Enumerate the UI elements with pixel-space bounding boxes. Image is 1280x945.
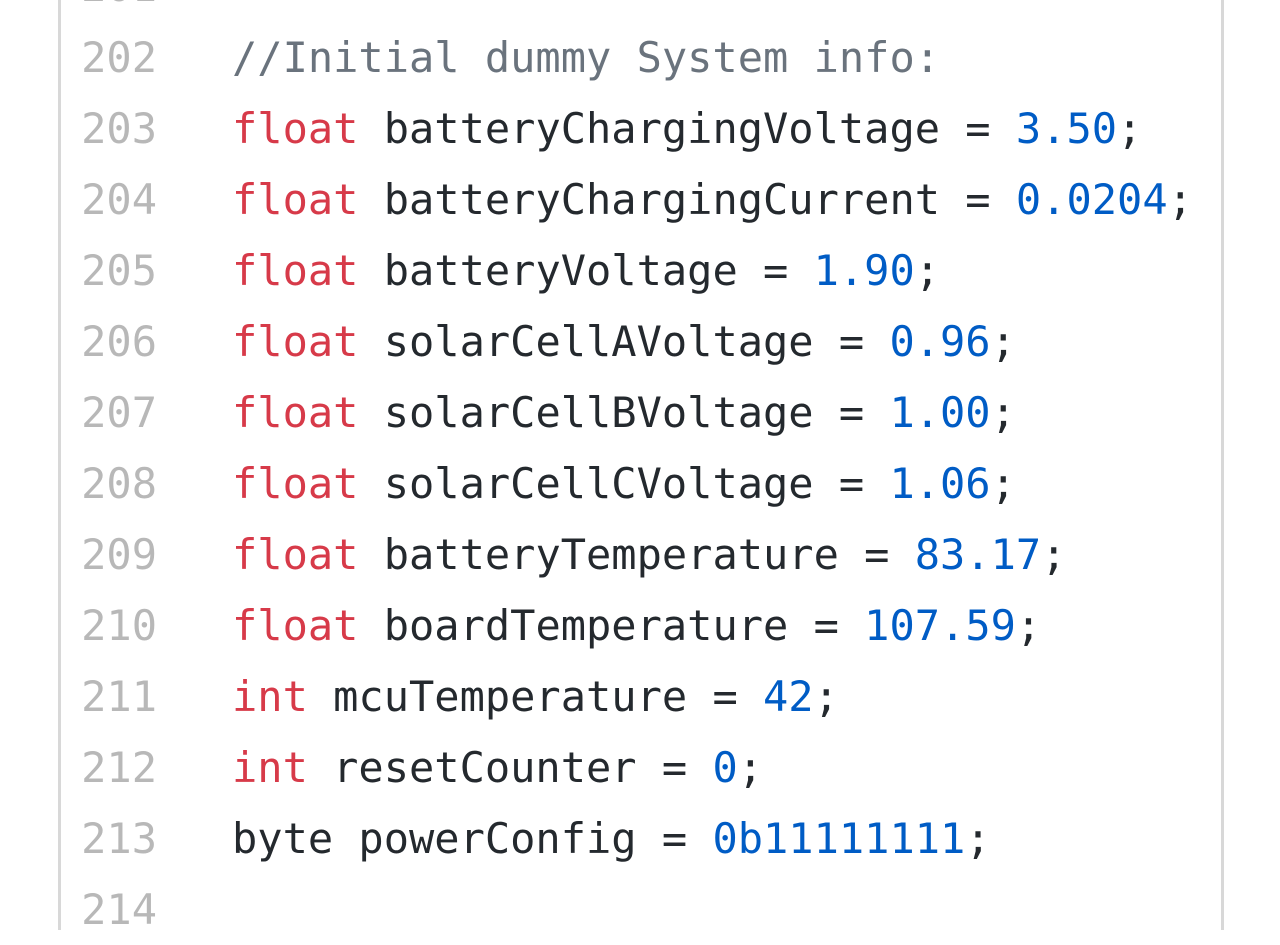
code-keyword: float bbox=[232, 388, 359, 437]
code-text: resetCounter = bbox=[307, 743, 713, 792]
code-line: 210 float boardTemperature = 107.59; bbox=[0, 590, 1280, 661]
code-line: 203 float batteryChargingVoltage = 3.50; bbox=[0, 93, 1280, 164]
code-line: 205 float batteryVoltage = 1.90; bbox=[0, 235, 1280, 306]
code-keyword: float bbox=[232, 530, 359, 579]
code-text: ; bbox=[1015, 601, 1042, 650]
code-text: byte powerConfig = bbox=[232, 814, 713, 863]
code-content: float batteryTemperature = 83.17; bbox=[232, 519, 1066, 590]
code-content: float batteryChargingVoltage = 3.50; bbox=[232, 93, 1142, 164]
line-number: 212 bbox=[81, 743, 157, 792]
code-number: 42 bbox=[763, 672, 814, 721]
code-line: 202 //Initial dummy System info: bbox=[0, 22, 1280, 93]
code-number: 0b11111111 bbox=[712, 814, 966, 863]
line-number: 201 bbox=[60, 0, 157, 22]
code-line: 204 float batteryChargingCurrent = 0.0204… bbox=[0, 164, 1280, 235]
code-text: ; bbox=[1041, 530, 1067, 579]
code-line: 212 int resetCounter = 0; bbox=[0, 732, 1280, 803]
code-text: solarCellAVoltage = bbox=[358, 317, 890, 366]
code-text: ; bbox=[990, 388, 1016, 437]
code-text: ; bbox=[914, 246, 941, 295]
code-content: int resetCounter = 0; bbox=[232, 732, 763, 803]
code-text: batteryChargingVoltage = bbox=[358, 104, 1016, 153]
line-number: 210 bbox=[81, 601, 157, 650]
code-text: batteryVoltage = bbox=[358, 246, 814, 295]
code-line: 206 float solarCellAVoltage = 0.96; bbox=[0, 306, 1280, 377]
line-number: 204 bbox=[81, 175, 157, 224]
code-text: batteryChargingCurrent = bbox=[358, 175, 1016, 224]
code-line: 201 bbox=[0, 0, 1280, 22]
code-line: 214 bbox=[0, 874, 1280, 945]
code-text: ; bbox=[1117, 104, 1143, 153]
line-number: 202 bbox=[81, 33, 157, 82]
code-number: 1.00 bbox=[889, 388, 991, 437]
code-content: int mcuTemperature = 42; bbox=[232, 661, 839, 732]
code-number: 1.06 bbox=[889, 459, 991, 508]
code-line: 213 byte powerConfig = 0b11111111; bbox=[0, 803, 1280, 874]
code-keyword: int bbox=[232, 672, 308, 721]
line-number: 203 bbox=[81, 104, 157, 153]
code-content: byte powerConfig = 0b11111111; bbox=[232, 803, 991, 874]
code-content: float boardTemperature = 107.59; bbox=[232, 590, 1041, 661]
code-content: float batteryChargingCurrent = 0.0204; bbox=[232, 164, 1193, 235]
code-text: batteryTemperature = bbox=[358, 530, 915, 579]
code-number: 0 bbox=[712, 743, 738, 792]
line-number: 207 bbox=[81, 388, 157, 437]
code-text: ; bbox=[990, 317, 1016, 366]
code-content: float solarCellBVoltage = 1.00; bbox=[232, 377, 1016, 448]
code-number: 1.90 bbox=[813, 246, 915, 295]
code-content: float batteryVoltage = 1.90; bbox=[232, 235, 940, 306]
code-text: ; bbox=[1167, 175, 1193, 224]
code-line: 208 float solarCellCVoltage = 1.06; bbox=[0, 448, 1280, 519]
code-number: 0.0204 bbox=[1015, 175, 1168, 224]
code-keyword: float bbox=[232, 317, 359, 366]
code-text: ; bbox=[813, 672, 839, 721]
line-number: 213 bbox=[81, 814, 157, 863]
code-text: boardTemperature = bbox=[358, 601, 865, 650]
code-text: solarCellCVoltage = bbox=[358, 459, 890, 508]
code-text: ; bbox=[965, 814, 991, 863]
code-content: float solarCellCVoltage = 1.06; bbox=[232, 448, 1016, 519]
code-text: mcuTemperature = bbox=[307, 672, 764, 721]
code-keyword: int bbox=[232, 743, 308, 792]
code-number: 107.59 bbox=[864, 601, 1016, 650]
line-number: 208 bbox=[81, 459, 157, 508]
code-content: //Initial dummy System info: bbox=[232, 22, 940, 93]
line-number: 205 bbox=[81, 246, 157, 295]
code-keyword: float bbox=[232, 601, 359, 650]
code-line: 211 int mcuTemperature = 42; bbox=[0, 661, 1280, 732]
code-keyword: float bbox=[232, 459, 359, 508]
code-keyword: float bbox=[232, 246, 359, 295]
code-text: solarCellBVoltage = bbox=[358, 388, 890, 437]
code-keyword: float bbox=[232, 104, 359, 153]
code-number: 83.17 bbox=[914, 530, 1042, 579]
code-line: 207 float solarCellBVoltage = 1.00; bbox=[0, 377, 1280, 448]
code-keyword: float bbox=[232, 175, 359, 224]
line-number: 206 bbox=[81, 317, 157, 366]
line-number: 214 bbox=[81, 885, 157, 934]
code-text: ; bbox=[737, 743, 764, 792]
code-content: float solarCellAVoltage = 0.96; bbox=[232, 306, 1016, 377]
line-number: 211 bbox=[81, 672, 157, 721]
line-number: 209 bbox=[81, 530, 157, 579]
code-text: ; bbox=[990, 459, 1016, 508]
code-viewer-frame bbox=[58, 0, 1224, 930]
code-number: 3.50 bbox=[1015, 104, 1118, 153]
code-line: 209 float batteryTemperature = 83.17; bbox=[0, 519, 1280, 590]
code-comment: //Initial dummy System info: bbox=[232, 33, 941, 82]
code-number: 0.96 bbox=[889, 317, 991, 366]
